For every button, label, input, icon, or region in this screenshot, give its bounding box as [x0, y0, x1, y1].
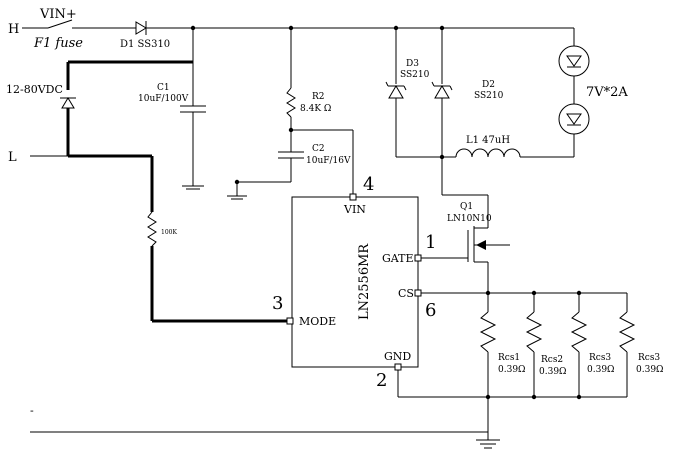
- label-q1-value: LN10N10: [447, 214, 492, 224]
- resistor-rcs2: [525, 293, 543, 397]
- pin-number-cs: 6: [425, 300, 436, 321]
- label-rcs3a-value: 0.39Ω: [587, 365, 615, 375]
- label-r2-value: 8.4K Ω: [300, 104, 331, 114]
- diode-d1: [135, 21, 574, 35]
- label-rcs3a-name: Rcs3: [589, 353, 611, 363]
- label-q1-name: Q1: [460, 202, 473, 212]
- input-tvs-diode: [60, 60, 193, 156]
- input-top-wire: [22, 19, 136, 29]
- pin-number-vin: 4: [363, 174, 374, 195]
- capacitor-c2: [227, 151, 304, 200]
- diode-d2: [431, 28, 453, 195]
- label-rcs3b-value: 0.39Ω: [636, 365, 664, 375]
- label-l1: L1 47uH: [466, 135, 510, 146]
- label-c1-value: 10uF/100V: [138, 94, 189, 104]
- mosfet-q1: [421, 194, 510, 292]
- pin-gate-label: GATE: [382, 252, 414, 265]
- label-l-terminal: L: [8, 150, 17, 165]
- resistor-rcs3b: [618, 293, 636, 397]
- tick-mark: -: [30, 404, 34, 417]
- pin-number-gnd: 2: [376, 370, 387, 391]
- label-rcs2-name: Rcs2: [541, 355, 563, 365]
- resistor-100k: [147, 211, 290, 323]
- pin-number-mode: 3: [272, 293, 283, 314]
- label-d2-name: D2: [482, 80, 495, 90]
- label-c1-name: C1: [157, 83, 170, 93]
- label-h: H: [8, 22, 19, 37]
- label-fuse: F1 fuse: [33, 36, 83, 51]
- capacitor-c1: [180, 28, 206, 190]
- led-string: [558, 28, 590, 157]
- resistor-rcs3a: [570, 293, 588, 397]
- pin-vin-label: VIN: [343, 203, 366, 216]
- resistor-rcs1: [479, 293, 497, 397]
- label-d3-value: SS210: [400, 70, 430, 80]
- pin-mode-label: MODE: [299, 315, 336, 328]
- pin-number-gate: 1: [425, 232, 436, 253]
- label-r2-name: R2: [312, 92, 325, 102]
- label-input-voltage: 12-80VDC: [6, 83, 63, 96]
- label-d3-name: D3: [406, 59, 419, 69]
- label-vin-plus: VIN+: [39, 7, 77, 22]
- label-d1: D1 SS310: [120, 39, 170, 50]
- label-r-mode: 100K: [161, 229, 177, 236]
- diode-d3: [385, 28, 442, 158]
- inductor-l1: [442, 148, 574, 158]
- label-c2-value: 10uF/16V: [306, 156, 351, 166]
- l-input-wire: [30, 154, 154, 212]
- ground-return: [30, 370, 627, 449]
- label-rcs2-value: 0.39Ω: [539, 367, 567, 377]
- ic-label: LN2556MR: [357, 243, 372, 320]
- pin-gnd-label: GND: [384, 350, 411, 363]
- label-c2-name: C2: [312, 144, 325, 154]
- label-rcs1-value: 0.39Ω: [498, 365, 526, 375]
- label-rcs1-name: Rcs1: [498, 353, 520, 363]
- label-rcs3b-name: Rcs3: [638, 353, 660, 363]
- label-led-load: 7V*2A: [586, 85, 628, 100]
- pin-cs-label: CS: [398, 287, 414, 300]
- ic-ln2556mr: [286, 193, 422, 371]
- resistor-r2: [286, 28, 354, 197]
- label-d2-value: SS210: [474, 91, 504, 101]
